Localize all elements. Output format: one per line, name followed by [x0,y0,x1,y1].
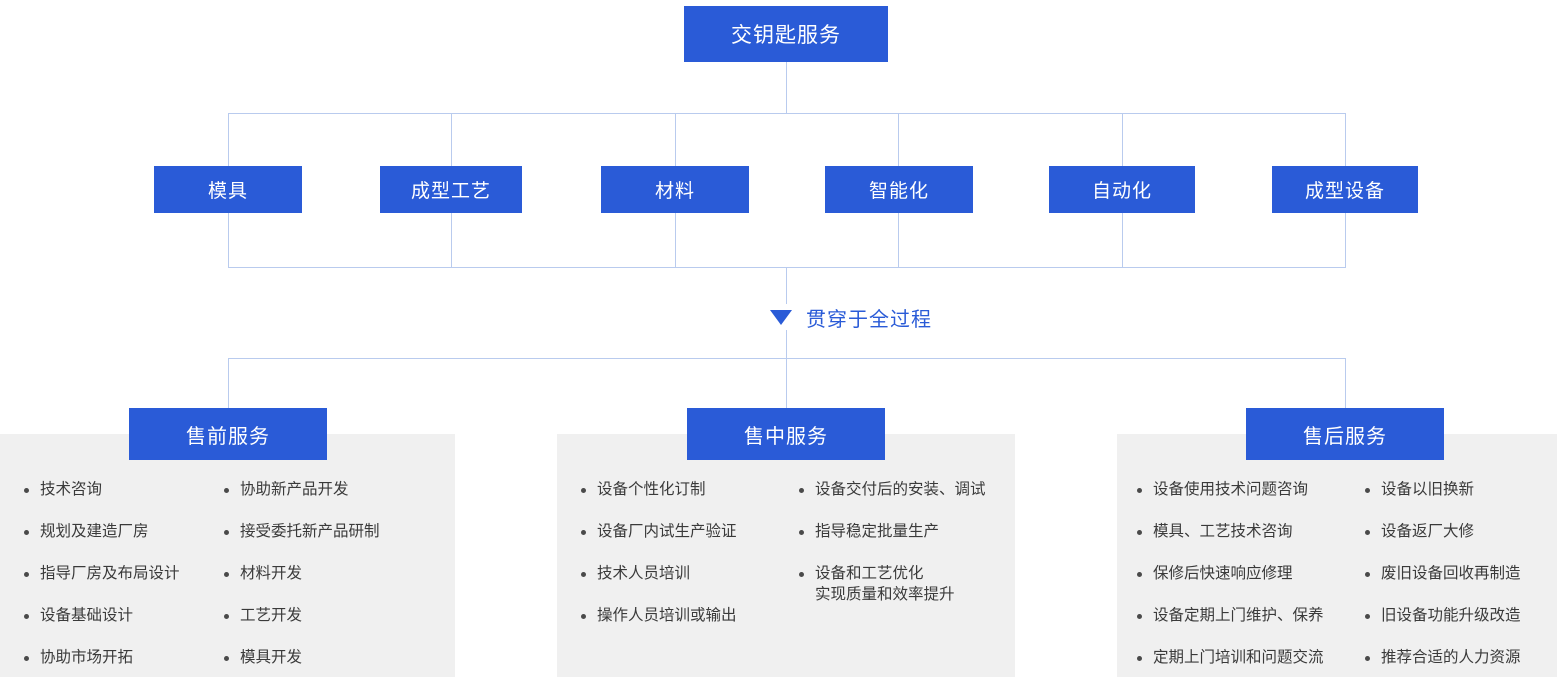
list-item: 定期上门培训和问题交流 [1135,648,1349,669]
capability-node[interactable]: 成型设备 [1272,166,1418,213]
list-item: 协助新产品开发 [222,480,442,501]
list-item: 设备交付后的安装、调试 [797,480,1009,501]
node-label: 交钥匙服务 [731,24,841,47]
capability-node[interactable]: 自动化 [1049,166,1195,213]
capability-node-label: 成型设备 [1304,181,1385,202]
list-item: 设备以旧换新 [1363,480,1549,501]
connector-top-rail [228,113,1346,114]
service-header-3[interactable]: 售后服务 [1246,408,1444,460]
service-item-column: 设备以旧换新设备返厂大修废旧设备回收再制造旧设备功能升级改造推荐合适的人力资源 [1349,480,1549,669]
list-item: 模具、工艺技术咨询 [1135,522,1349,543]
capability-node-label: 成型工艺 [410,181,491,202]
service-item-list: 设备交付后的安装、调试指导稳定批量生产设备和工艺优化 实现质量和效率提升 [797,480,1009,606]
list-item: 设备和工艺优化 实现质量和效率提升 [797,564,1009,606]
connector-service-drop-left [228,358,229,414]
list-item: 推荐合适的人力资源 [1363,648,1549,669]
list-item: 旧设备功能升级改造 [1363,606,1549,627]
node-turnkey-service[interactable]: 交钥匙服务 [684,6,888,62]
list-item: 操作人员培训或输出 [579,606,779,627]
service-item-list: 设备使用技术问题咨询模具、工艺技术咨询保修后快速响应修理设备定期上门维护、保养定… [1135,480,1349,669]
capability-node-label: 材料 [654,181,695,202]
connector-service-drop-center [786,358,787,414]
service-header-1[interactable]: 售前服务 [129,408,327,460]
service-header-label: 售中服务 [744,425,828,448]
list-item: 设备使用技术问题咨询 [1135,480,1349,501]
list-item: 材料开发 [222,564,442,585]
list-item: 设备基础设计 [22,606,212,627]
capability-node-label: 模具 [207,181,248,202]
service-item-list: 设备以旧换新设备返厂大修废旧设备回收再制造旧设备功能升级改造推荐合适的人力资源 [1363,480,1549,669]
list-item: 设备个性化订制 [579,480,779,501]
triangle-down-icon [770,310,792,325]
capability-node[interactable]: 材料 [601,166,749,213]
service-item-column: 技术咨询规划及建造厂房指导厂房及布局设计设备基础设计协助市场开拓 [0,480,212,669]
list-item: 设备返厂大修 [1363,522,1549,543]
service-header-label: 售前服务 [186,425,270,448]
capability-node[interactable]: 模具 [154,166,302,213]
capability-node[interactable]: 成型工艺 [380,166,522,213]
connector-root-stem [786,62,787,114]
service-panel-content: 设备使用技术问题咨询模具、工艺技术咨询保修后快速响应修理设备定期上门维护、保养定… [1117,480,1557,669]
list-item: 废旧设备回收再制造 [1363,564,1549,585]
list-item: 设备定期上门维护、保养 [1135,606,1349,627]
list-item: 工艺开发 [222,606,442,627]
service-item-column: 设备使用技术问题咨询模具、工艺技术咨询保修后快速响应修理设备定期上门维护、保养定… [1117,480,1349,669]
connector-process-stem-lower [786,330,787,359]
service-panel-content: 设备个性化订制设备厂内试生产验证技术人员培训操作人员培训或输出设备交付后的安装、… [557,480,1015,627]
process-arrow-label: 贯穿于全过程 [806,309,932,331]
service-panel-content: 技术咨询规划及建造厂房指导厂房及布局设计设备基础设计协助市场开拓协助新产品开发接… [0,480,455,669]
capability-node[interactable]: 智能化 [825,166,973,213]
list-item: 保修后快速响应修理 [1135,564,1349,585]
service-item-list: 设备个性化订制设备厂内试生产验证技术人员培训操作人员培训或输出 [579,480,779,627]
process-arrow-annotation: 贯穿于全过程 [770,303,932,332]
list-item: 技术人员培训 [579,564,779,585]
list-item: 接受委托新产品研制 [222,522,442,543]
list-item: 协助市场开拓 [22,648,212,669]
service-item-column: 设备交付后的安装、调试指导稳定批量生产设备和工艺优化 实现质量和效率提升 [779,480,1009,627]
connector-process-stem-upper [786,267,787,304]
capability-node-label: 自动化 [1091,181,1152,202]
service-panel: 设备个性化订制设备厂内试生产验证技术人员培训操作人员培训或输出设备交付后的安装、… [557,434,1015,677]
connector-service-drop-right [1345,358,1346,414]
list-item: 规划及建造厂房 [22,522,212,543]
capability-node-label: 智能化 [868,181,929,202]
service-panel: 设备使用技术问题咨询模具、工艺技术咨询保修后快速响应修理设备定期上门维护、保养定… [1117,434,1557,677]
service-panel: 技术咨询规划及建造厂房指导厂房及布局设计设备基础设计协助市场开拓协助新产品开发接… [0,434,455,677]
service-item-column: 协助新产品开发接受委托新产品研制材料开发工艺开发模具开发 [212,480,442,669]
service-header-label: 售后服务 [1303,425,1387,448]
list-item: 指导厂房及布局设计 [22,564,212,585]
list-item: 技术咨询 [22,480,212,501]
connector-service-rail [228,358,1346,359]
list-item: 指导稳定批量生产 [797,522,1009,543]
list-item: 模具开发 [222,648,442,669]
service-header-2[interactable]: 售中服务 [687,408,885,460]
service-item-list: 协助新产品开发接受委托新产品研制材料开发工艺开发模具开发 [222,480,442,669]
connector-bottom-rail [228,267,1346,268]
service-item-column: 设备个性化订制设备厂内试生产验证技术人员培训操作人员培训或输出 [557,480,779,627]
list-item: 设备厂内试生产验证 [579,522,779,543]
service-item-list: 技术咨询规划及建造厂房指导厂房及布局设计设备基础设计协助市场开拓 [22,480,212,669]
